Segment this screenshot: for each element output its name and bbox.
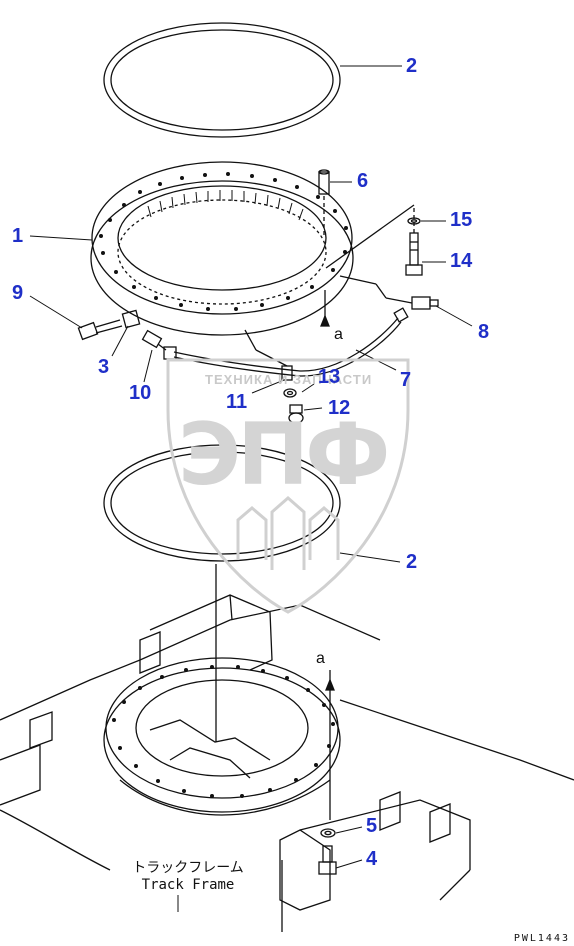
guide-line [215, 564, 335, 820]
frame-bearing-mount [103, 657, 341, 816]
leader-lines [29, 65, 473, 912]
bolt-4 [318, 845, 337, 875]
swing-circle [90, 161, 354, 336]
callout-4: 4 [366, 848, 378, 870]
washer-5 [320, 828, 336, 838]
callout-13: 13 [318, 366, 341, 388]
clamp-11 [244, 329, 293, 381]
callout-9: 9 [12, 282, 24, 304]
callout-6: 6 [357, 170, 369, 192]
callout-5: 5 [366, 815, 378, 837]
callout-14: 14 [450, 250, 473, 272]
callout-7: 7 [400, 369, 412, 391]
watermark-logo: ЭПФ [178, 405, 390, 505]
bolt-12 [288, 404, 304, 424]
track-frame [0, 594, 574, 932]
watermark-caption: ТЕХНИКА И ЗАПЧАСТИ [205, 372, 373, 387]
callout-8: 8 [478, 321, 490, 343]
callout-1: 1 [12, 225, 24, 247]
pin-6 [318, 169, 330, 238]
bolt-14 [325, 204, 423, 276]
elbow-10 [141, 329, 167, 351]
callout-12: 12 [328, 397, 351, 419]
track-frame-label-japanese: トラックフレーム [132, 860, 244, 876]
callout-2-bottom: 2 [406, 551, 418, 573]
callout-11: 11 [226, 391, 248, 413]
sensor-9 [77, 319, 123, 341]
drawing-code: PWL1443 [513, 933, 570, 944]
watermark-shield [166, 358, 410, 614]
fitting-8 [339, 275, 439, 310]
callout-3: 3 [98, 356, 110, 378]
callout-15: 15 [450, 209, 473, 231]
washer-13 [283, 388, 297, 398]
callout-2-top: 2 [406, 55, 418, 77]
reference-arrow-upper [320, 290, 330, 327]
seal-ring-bottom [103, 444, 341, 562]
connector-3 [121, 309, 141, 329]
track-frame-label: トラックフレーム Track Frame [128, 860, 248, 894]
reference-letter-lower: a [316, 650, 325, 667]
callout-10: 10 [129, 382, 152, 404]
track-frame-label-english: Track Frame [141, 877, 235, 893]
reference-letter-upper: a [334, 326, 343, 343]
seal-ring-top [103, 22, 341, 138]
